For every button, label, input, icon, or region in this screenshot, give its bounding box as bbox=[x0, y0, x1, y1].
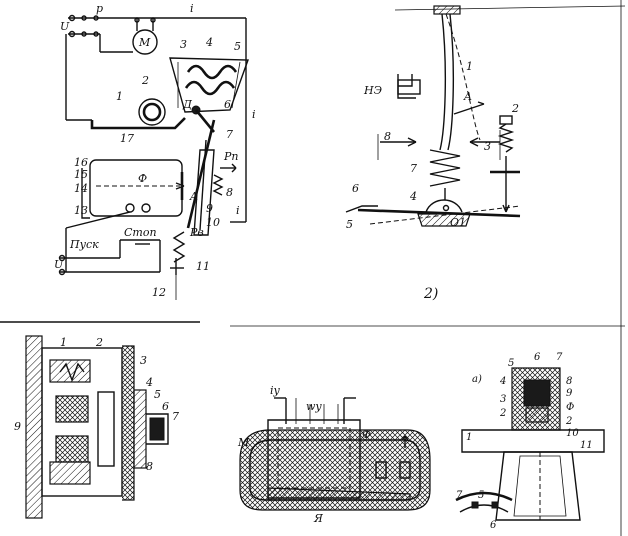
label-b-o1: O1 bbox=[450, 216, 466, 229]
label-7: 7 bbox=[226, 128, 233, 141]
label-flux: Ф bbox=[138, 172, 147, 185]
label-c-9: 9 bbox=[14, 420, 21, 433]
label-c-6: 6 bbox=[162, 400, 169, 413]
label-11: 11 bbox=[196, 260, 210, 273]
label-e-1: 1 bbox=[466, 432, 472, 443]
figure-b-relay-mechanism bbox=[345, 5, 521, 227]
label-i-bottom: i bbox=[236, 204, 240, 217]
label-b-7: 7 bbox=[410, 162, 417, 175]
label-e-6b: 6 bbox=[490, 520, 497, 531]
figure-b-labels: 1 НЭ A 2 8 3 7 6 4 5 O1 2) bbox=[346, 60, 519, 302]
label-e-5b: 5 bbox=[478, 490, 484, 501]
figure-a-labels: p i U M 3 4 5 2 1 Д 6 17 7 i Pn 8 16 15 … bbox=[54, 2, 256, 299]
label-c-5: 5 bbox=[154, 388, 161, 401]
stop-button-label: Стоп bbox=[124, 226, 157, 239]
label-17: 17 bbox=[120, 132, 134, 145]
label-5: 5 bbox=[234, 40, 241, 53]
label-e-9: 9 bbox=[566, 388, 573, 399]
label-ne: НЭ bbox=[363, 84, 382, 97]
label-15: 15 bbox=[74, 168, 88, 181]
figure-a-contactor-circuit bbox=[58, 14, 249, 300]
label-2: 2 bbox=[141, 74, 149, 87]
figure-c-labels: 1 2 3 4 5 6 7 9 8 bbox=[14, 336, 179, 473]
label-e-4: 4 bbox=[499, 376, 506, 387]
label-4: 4 bbox=[205, 36, 213, 49]
label-e-3: 3 bbox=[500, 394, 506, 405]
label-d-flux: Ф bbox=[362, 428, 371, 441]
label-e-8: 8 bbox=[566, 376, 572, 387]
label-e-7b: 7 bbox=[456, 490, 463, 501]
label-e-7: 7 bbox=[556, 352, 563, 363]
label-b-8: 8 bbox=[384, 130, 391, 143]
figure-e-contactor-section bbox=[455, 367, 605, 521]
figure-b-caption: 2) bbox=[423, 286, 438, 302]
label-c-1: 1 bbox=[60, 336, 67, 349]
label-e-2a: 2 bbox=[499, 408, 506, 419]
label-i-top: i bbox=[190, 2, 194, 15]
label-c-2: 2 bbox=[95, 336, 103, 349]
label-3: 3 bbox=[180, 38, 187, 51]
label-d-m: M bbox=[237, 436, 250, 449]
label-ya: Я bbox=[313, 512, 324, 525]
label-b-4: 4 bbox=[409, 190, 417, 203]
label-u-bottom: U bbox=[54, 258, 64, 271]
label-wy: wy bbox=[306, 400, 322, 413]
label-14: 14 bbox=[74, 182, 88, 195]
figure-e-labels: a) 5 6 7 4 8 3 2 9 Ф 2 10 1 11 7 5 6 bbox=[456, 352, 593, 531]
label-i-right: i bbox=[252, 108, 256, 121]
label-6: 6 bbox=[224, 98, 231, 111]
label-e-a: a) bbox=[472, 374, 482, 385]
label-c-7: 7 bbox=[172, 410, 179, 423]
label-e-2b: 2 bbox=[565, 416, 572, 427]
label-e-flux: Ф bbox=[566, 402, 574, 413]
label-d: Д bbox=[182, 98, 193, 111]
label-u-top: U bbox=[60, 20, 70, 33]
label-p: p bbox=[96, 2, 103, 15]
label-e-10: 10 bbox=[566, 428, 579, 439]
figure-c-electromagnet-section bbox=[25, 335, 169, 519]
label-9: 9 bbox=[206, 202, 213, 215]
label-b-2: 2 bbox=[511, 102, 519, 115]
label-b-a: A bbox=[463, 90, 472, 103]
label-a: A bbox=[189, 190, 198, 203]
label-pn: Pn bbox=[223, 150, 239, 163]
figure-d-labels: iy wy Ф M Я bbox=[237, 384, 371, 525]
start-button-label: Пуск bbox=[69, 238, 99, 251]
label-iy: iy bbox=[270, 384, 281, 397]
label-c-4: 4 bbox=[145, 376, 153, 389]
figure-d-magnetic-circuit bbox=[239, 397, 431, 511]
label-1: 1 bbox=[116, 90, 123, 103]
label-10: 10 bbox=[206, 216, 220, 229]
label-e-5: 5 bbox=[508, 358, 514, 369]
label-c-8: 8 bbox=[146, 460, 153, 473]
label-16: 16 bbox=[74, 156, 88, 169]
label-e-11: 11 bbox=[580, 440, 593, 451]
label-pv: Pв bbox=[189, 226, 204, 239]
label-b-6: 6 bbox=[352, 182, 359, 195]
label-13: 13 bbox=[74, 204, 88, 217]
label-c-3: 3 bbox=[140, 354, 147, 367]
label-b-3: 3 bbox=[484, 140, 491, 153]
label-b-5: 5 bbox=[346, 218, 353, 231]
label-8: 8 bbox=[226, 186, 233, 199]
label-motor-m: M bbox=[138, 36, 151, 49]
label-12: 12 bbox=[152, 286, 166, 299]
label-b-1: 1 bbox=[466, 60, 473, 73]
label-e-6: 6 bbox=[534, 352, 541, 363]
